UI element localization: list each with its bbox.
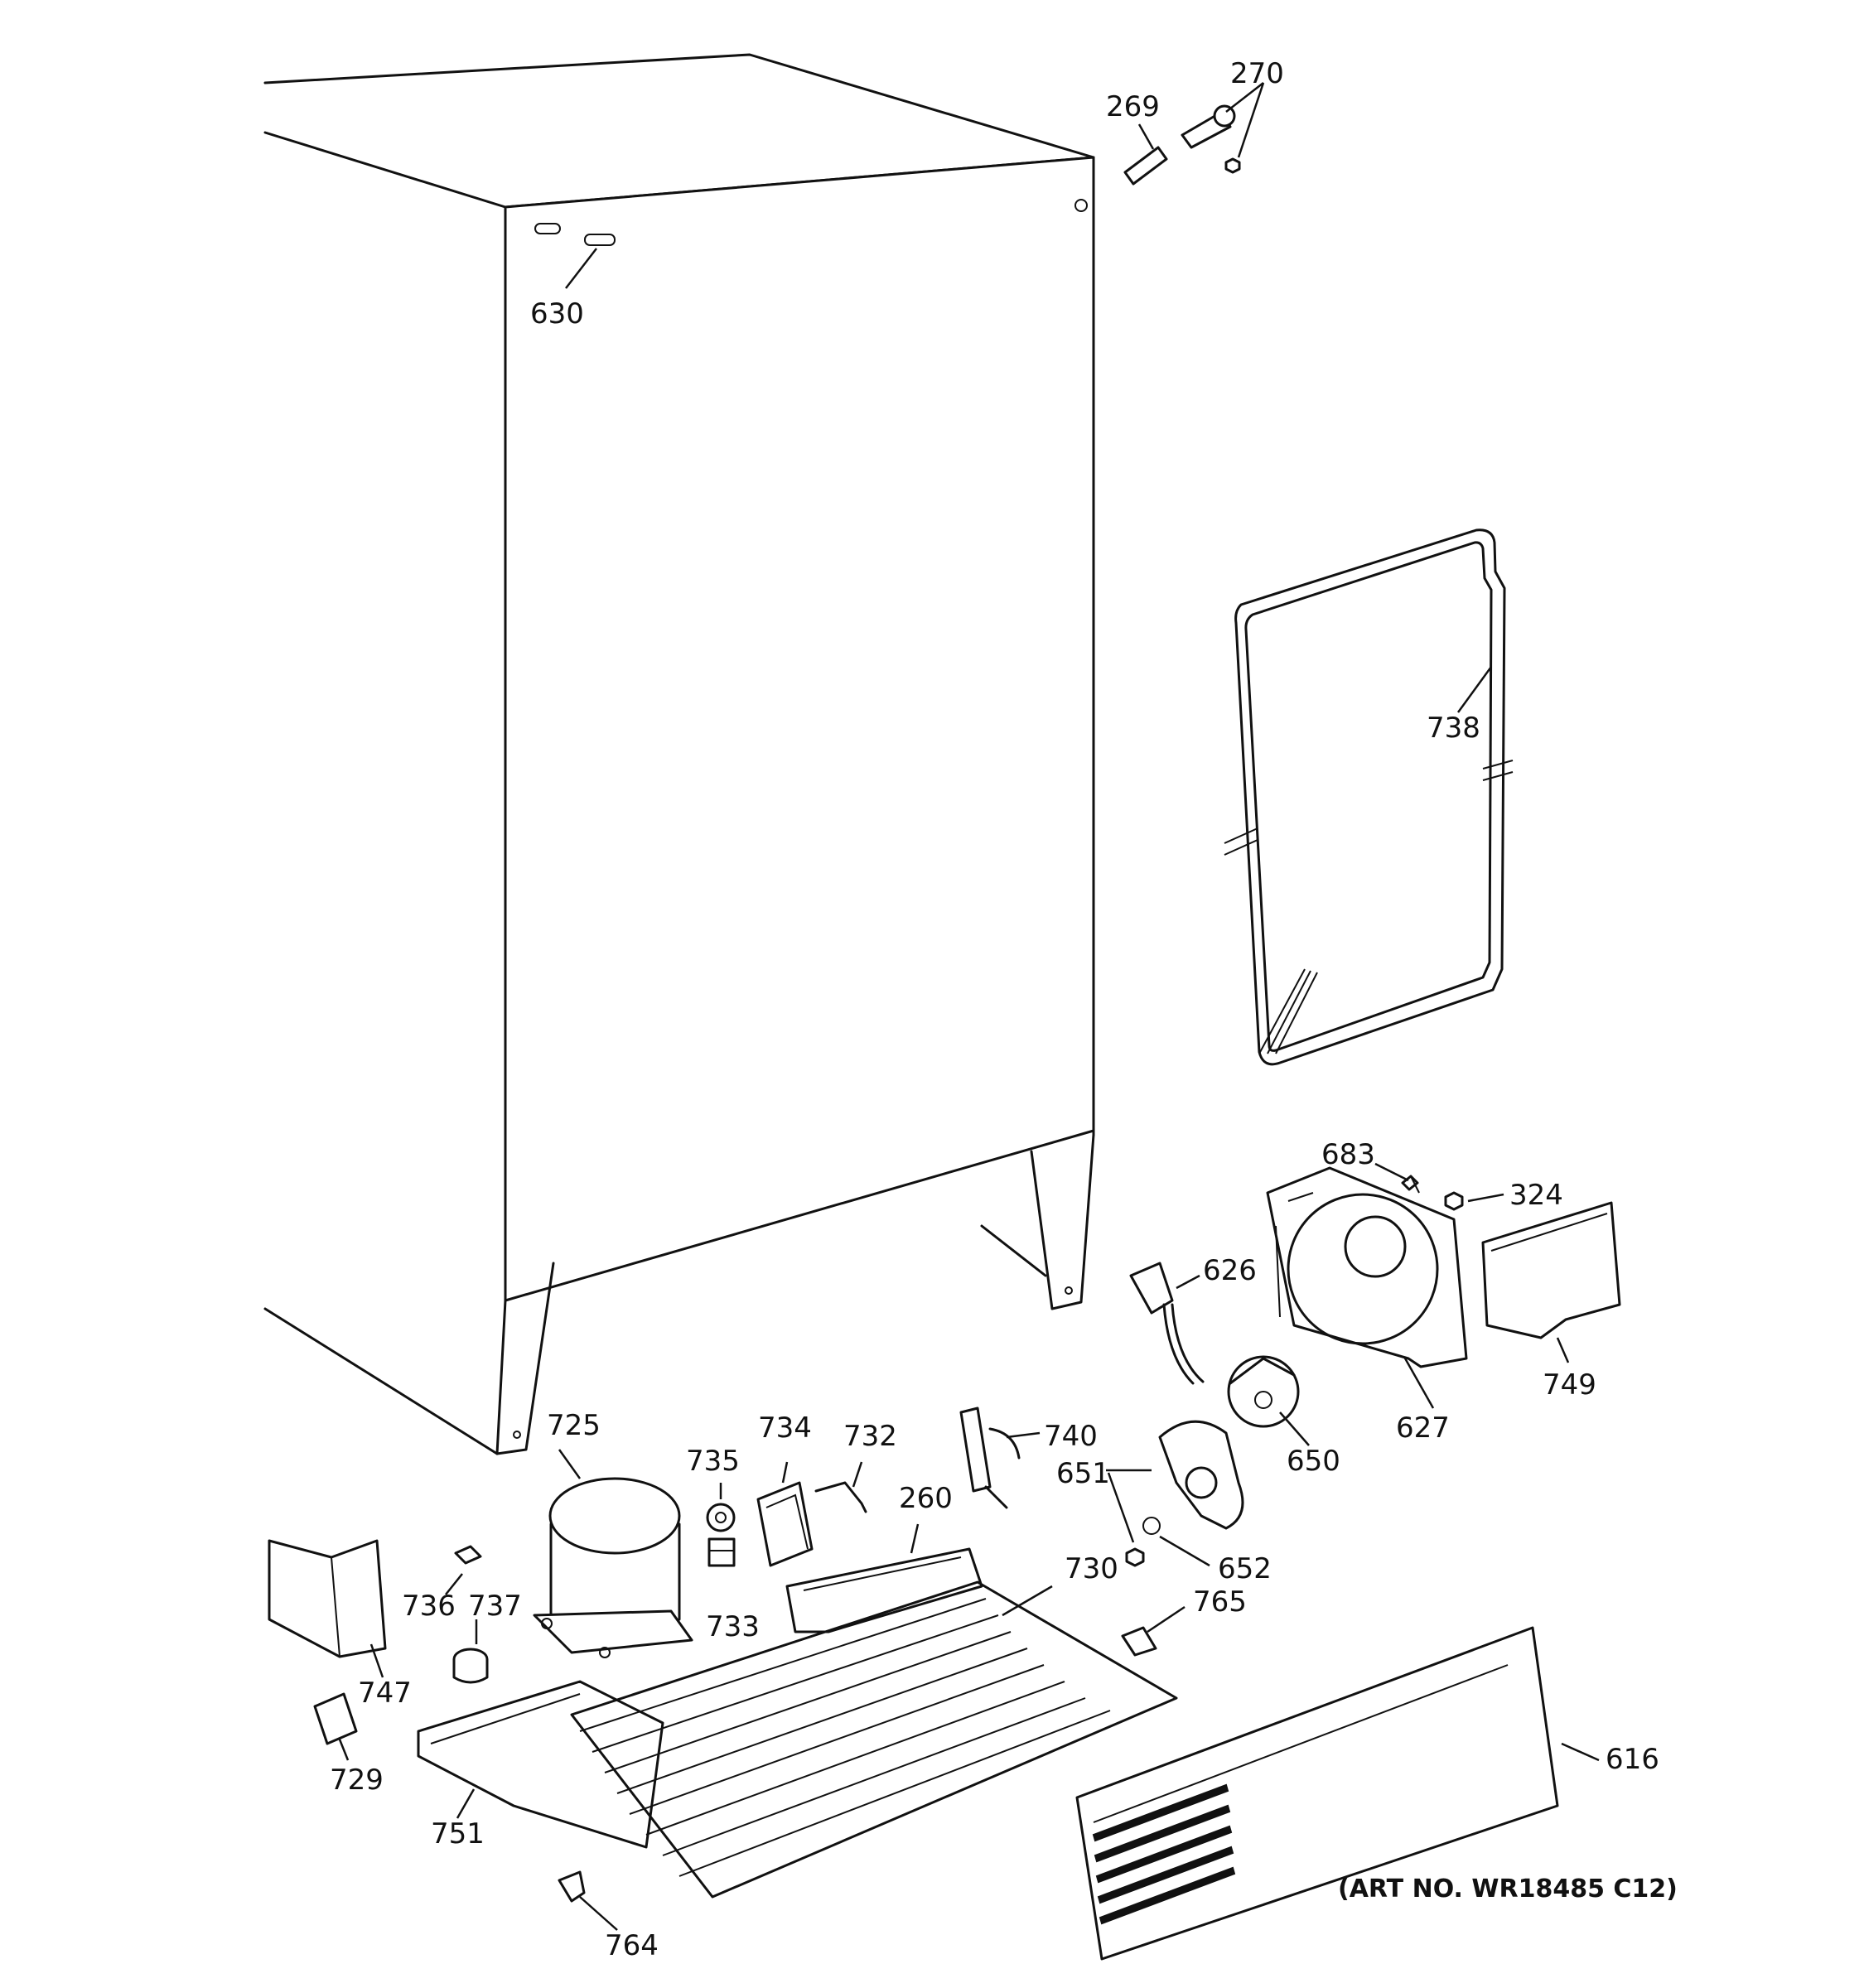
callout-627: 627 [1396, 1411, 1450, 1445]
part-747-bracket [268, 1539, 387, 1678]
callout-747: 747 [358, 1677, 412, 1710]
part-651-nut [1125, 1547, 1145, 1567]
callout-765: 765 [1193, 1585, 1247, 1619]
grille-slots [1092, 1783, 1236, 1925]
callout-630: 630 [530, 297, 584, 331]
callout-725: 725 [547, 1409, 601, 1442]
part-740-overload [959, 1407, 1041, 1509]
callout-737: 737 [468, 1590, 522, 1623]
callout-733: 733 [706, 1610, 760, 1643]
part-729-terminal [313, 1692, 358, 1761]
part-630-bumpers [534, 223, 616, 289]
callout-324: 324 [1509, 1179, 1563, 1212]
part-764-clip [558, 1870, 618, 1931]
callout-736: 736 [402, 1590, 456, 1623]
art-number: (ART NO. WR18485 C12) [1338, 1875, 1678, 1904]
callout-740: 740 [1044, 1420, 1098, 1453]
callout-734: 734 [758, 1411, 812, 1445]
part-737-grommet [452, 1619, 489, 1684]
part-683-screw [1374, 1162, 1420, 1194]
part-751-base-tray [417, 1680, 664, 1849]
callout-683: 683 [1321, 1138, 1375, 1171]
part-733-relay [707, 1537, 736, 1567]
callout-260: 260 [899, 1482, 953, 1515]
part-650-fan-motor [1227, 1355, 1310, 1446]
callout-749: 749 [1543, 1368, 1596, 1402]
part-734-relay-cover [756, 1461, 814, 1567]
part-730-condenser [570, 1580, 1178, 1899]
part-651-fan-blade [1106, 1420, 1244, 1543]
part-270-clamp [1181, 82, 1265, 174]
part-732-clip [814, 1461, 867, 1513]
callout-616: 616 [1606, 1743, 1659, 1776]
callout-751: 751 [431, 1817, 485, 1850]
part-626-power-cord [1129, 1262, 1205, 1385]
part-738-loop-tube [1224, 528, 1514, 1066]
callout-730: 730 [1065, 1552, 1118, 1585]
part-627-fan-shroud [1266, 1166, 1468, 1409]
part-765-clip [1121, 1605, 1186, 1657]
callout-729: 729 [330, 1764, 384, 1797]
callout-764: 764 [605, 1929, 659, 1962]
part-324-screw [1444, 1191, 1504, 1211]
part-725-compressor [533, 1449, 693, 1658]
refrigerator-cabinet [263, 53, 1095, 1455]
callout-651: 651 [1056, 1457, 1110, 1490]
part-749-cover [1481, 1201, 1621, 1363]
callout-652: 652 [1218, 1552, 1272, 1585]
part-260-drain-pan [785, 1523, 983, 1633]
part-652-washer [1142, 1517, 1210, 1567]
callout-270: 270 [1230, 57, 1284, 90]
callout-626: 626 [1203, 1254, 1257, 1287]
callout-738: 738 [1427, 712, 1480, 745]
part-269-tube [1123, 123, 1168, 186]
callout-650: 650 [1287, 1445, 1340, 1478]
part-736-clip [445, 1545, 482, 1595]
part-616-grille [1075, 1626, 1600, 1961]
callout-269: 269 [1106, 90, 1160, 123]
callout-735: 735 [686, 1445, 740, 1478]
part-735-grommet [706, 1483, 736, 1532]
callout-732: 732 [843, 1420, 897, 1453]
